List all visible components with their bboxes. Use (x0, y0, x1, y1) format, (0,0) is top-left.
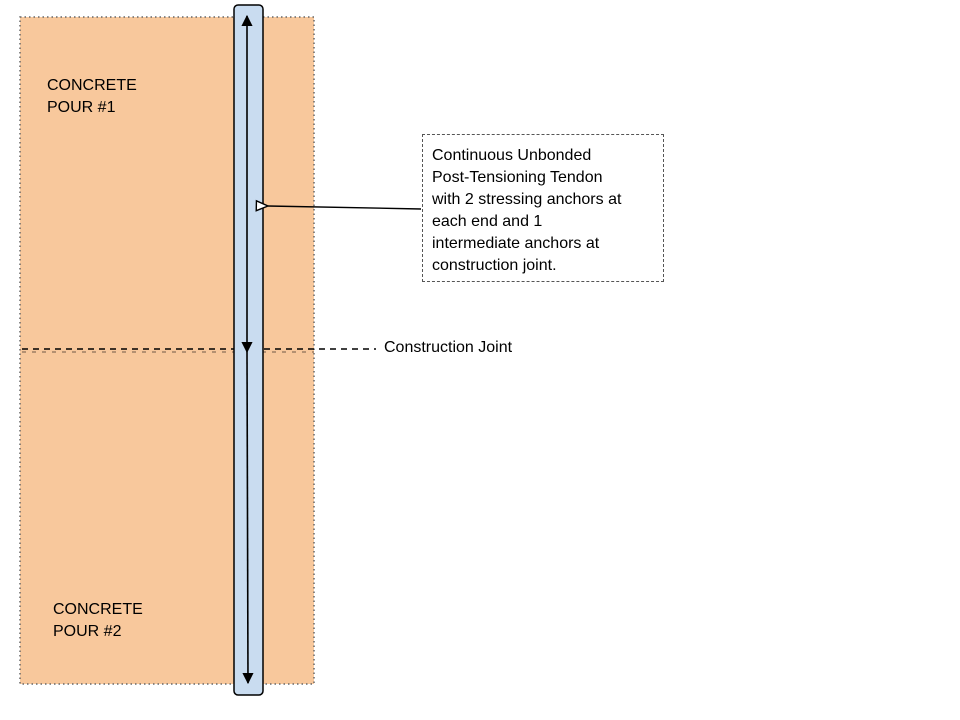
concrete-pour-1 (20, 17, 314, 350)
tendon-callout-box: Continuous Unbonded Post-Tensioning Tend… (422, 134, 664, 282)
concrete-pour-2 (20, 350, 314, 684)
concrete-outline (19, 16, 315, 685)
tendon-callout-text: Continuous Unbonded Post-Tensioning Tend… (432, 147, 622, 274)
concrete-pour-2-label: CONCRETE POUR #2 (53, 601, 143, 640)
concrete-pour-1-label: CONCRETE POUR #1 (47, 77, 137, 116)
tendon-segment-lower (242, 351, 254, 685)
callout-leader-arrow (268, 206, 422, 209)
construction-joint-label: Construction Joint (384, 339, 513, 356)
